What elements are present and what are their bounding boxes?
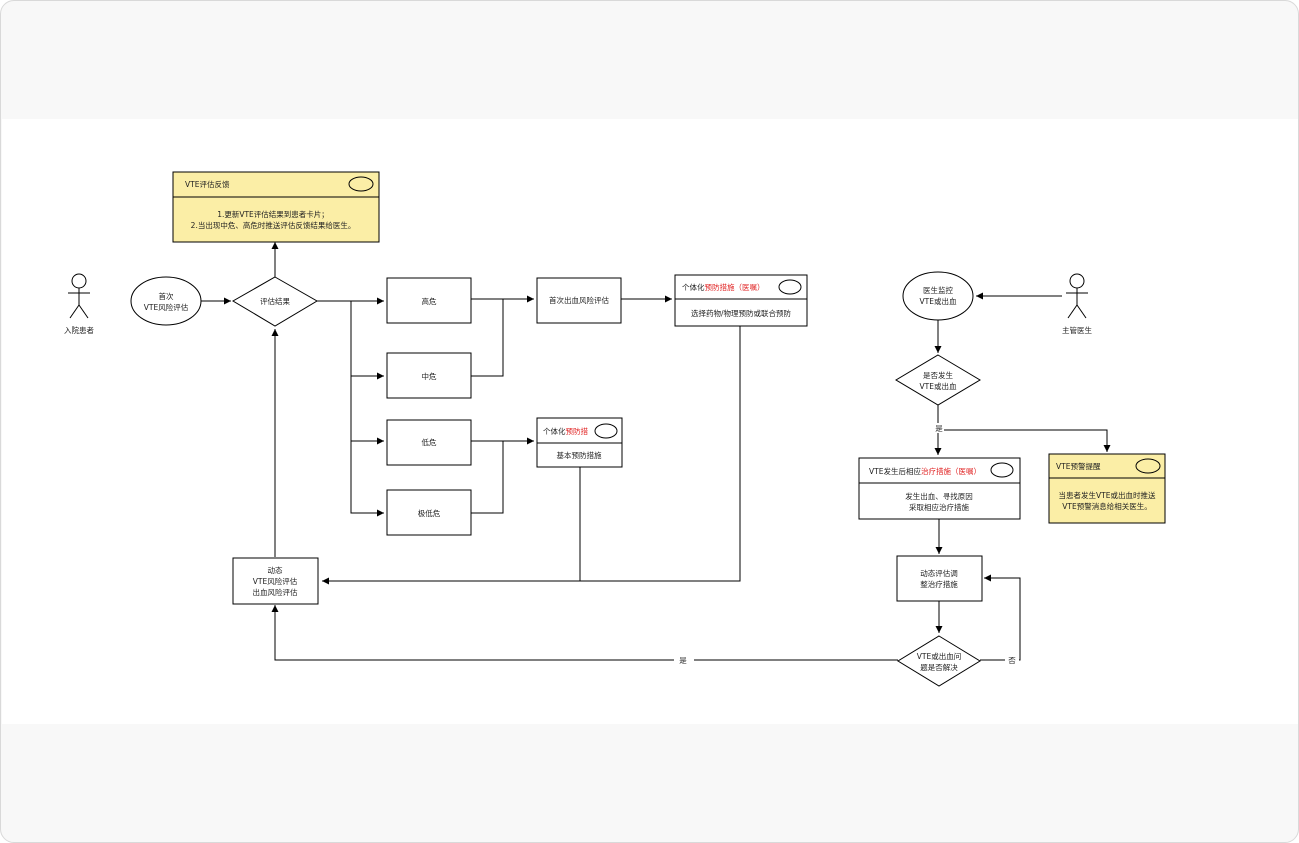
basic-prevention-title: 个体化预防措 xyxy=(543,426,588,436)
note-badge-icon xyxy=(348,176,374,192)
monitor-line2: VTE或出血 xyxy=(920,296,957,306)
basic-prevention-body: 基本预防措施 xyxy=(557,450,602,460)
risk-high-node[interactable] xyxy=(386,277,472,324)
occurred-decision-line1: 是否发生 xyxy=(923,370,953,380)
feedback-note-title: VTE评估反馈 xyxy=(185,179,230,189)
warning-note-line1: 当患者发生VTE或出血时推送 xyxy=(1059,490,1156,500)
no-label: 否 xyxy=(1008,656,1016,665)
yes-label-bottom: 是 xyxy=(679,656,687,665)
warning-note[interactable] xyxy=(1048,453,1166,524)
dynamic-assessment-line2: VTE风险评估 xyxy=(253,576,298,586)
risk-very-low-node[interactable] xyxy=(386,489,472,536)
note-badge-icon xyxy=(1135,458,1161,474)
risk-medium-node[interactable] xyxy=(386,352,472,399)
note-badge-icon xyxy=(990,462,1014,478)
risk-medium-label: 中危 xyxy=(422,371,437,381)
first-assessment-line1: 首次 xyxy=(159,291,174,301)
person-stick-icon xyxy=(68,273,90,319)
individual-prevention-node[interactable] xyxy=(674,274,808,327)
first-assessment-line2: VTE风险评估 xyxy=(144,302,189,312)
individual-prevention-title: 个体化预防措施（医嘱） xyxy=(682,282,765,292)
resolved-decision-line1: VTE或出血问 xyxy=(917,651,961,661)
treatment-order-line2: 采取相应治疗措施 xyxy=(909,502,969,512)
bleed-assessment-label: 首次出血风险评估 xyxy=(549,295,609,305)
treatment-order-title: VTE发生后相应治疗措施（医嘱） xyxy=(869,466,981,476)
resolved-decision-line2: 题是否解决 xyxy=(920,662,958,672)
risk-low-node[interactable] xyxy=(386,419,472,466)
dynamic-assessment-line1: 动态 xyxy=(268,565,283,575)
doctor-actor xyxy=(1066,273,1088,319)
monitor-line1: 医生监控 xyxy=(923,285,953,295)
diagram-canvas: 入院患者 主管医生 是 否 xyxy=(2,119,1298,724)
treatment-order-node[interactable] xyxy=(858,457,1021,520)
feedback-note-line2: 2.当出现中危、高危时推送评估反馈结果给医生。 xyxy=(191,220,356,230)
feedback-note[interactable] xyxy=(172,171,380,243)
individual-prevention-body: 选择药物/物理预防或联合预防 xyxy=(691,308,792,318)
dynamic-adjust-node[interactable] xyxy=(896,555,983,602)
result-decision-node[interactable] xyxy=(232,276,318,327)
dynamic-assessment-line3: 出血风险评估 xyxy=(253,587,298,597)
dynamic-adjust-line1: 动态评估调 xyxy=(920,568,958,578)
feedback-note-line1: 1.更新VTE评估结果到患者卡片； xyxy=(217,209,329,219)
person-stick-icon xyxy=(1066,273,1088,319)
result-decision-label: 评估结果 xyxy=(260,296,290,306)
risk-low-label: 低危 xyxy=(422,437,437,447)
dynamic-adjust-line2: 整治疗措施 xyxy=(920,579,958,589)
warning-note-line2: VTE预警消息给相关医生。 xyxy=(1062,501,1151,511)
treatment-order-line1: 发生出血、寻找原因 xyxy=(905,491,973,501)
first-assessment-node[interactable] xyxy=(130,276,202,326)
warning-note-title: VTE预警提醒 xyxy=(1056,461,1101,471)
patient-actor xyxy=(68,273,90,319)
resolved-decision-node[interactable] xyxy=(897,635,981,687)
risk-very-low-label: 极低危 xyxy=(418,508,441,518)
note-badge-icon xyxy=(778,279,802,295)
occurred-decision-line2: VTE或出血 xyxy=(920,381,957,391)
yes-label-right: 是 xyxy=(935,424,943,433)
occurred-decision-node[interactable] xyxy=(895,354,981,406)
note-badge-icon xyxy=(594,423,618,439)
bleed-assessment-node[interactable] xyxy=(536,277,622,324)
doctor-actor-label: 主管医生 xyxy=(1062,325,1092,335)
monitor-node[interactable] xyxy=(902,271,974,321)
basic-prevention-node[interactable] xyxy=(536,417,623,468)
flowchart: 入院患者 主管医生 是 否 xyxy=(64,171,1166,687)
risk-high-label: 高危 xyxy=(422,296,437,306)
dynamic-assessment-node[interactable] xyxy=(232,557,319,605)
patient-actor-label: 入院患者 xyxy=(64,325,94,335)
connectors xyxy=(201,242,1111,661)
